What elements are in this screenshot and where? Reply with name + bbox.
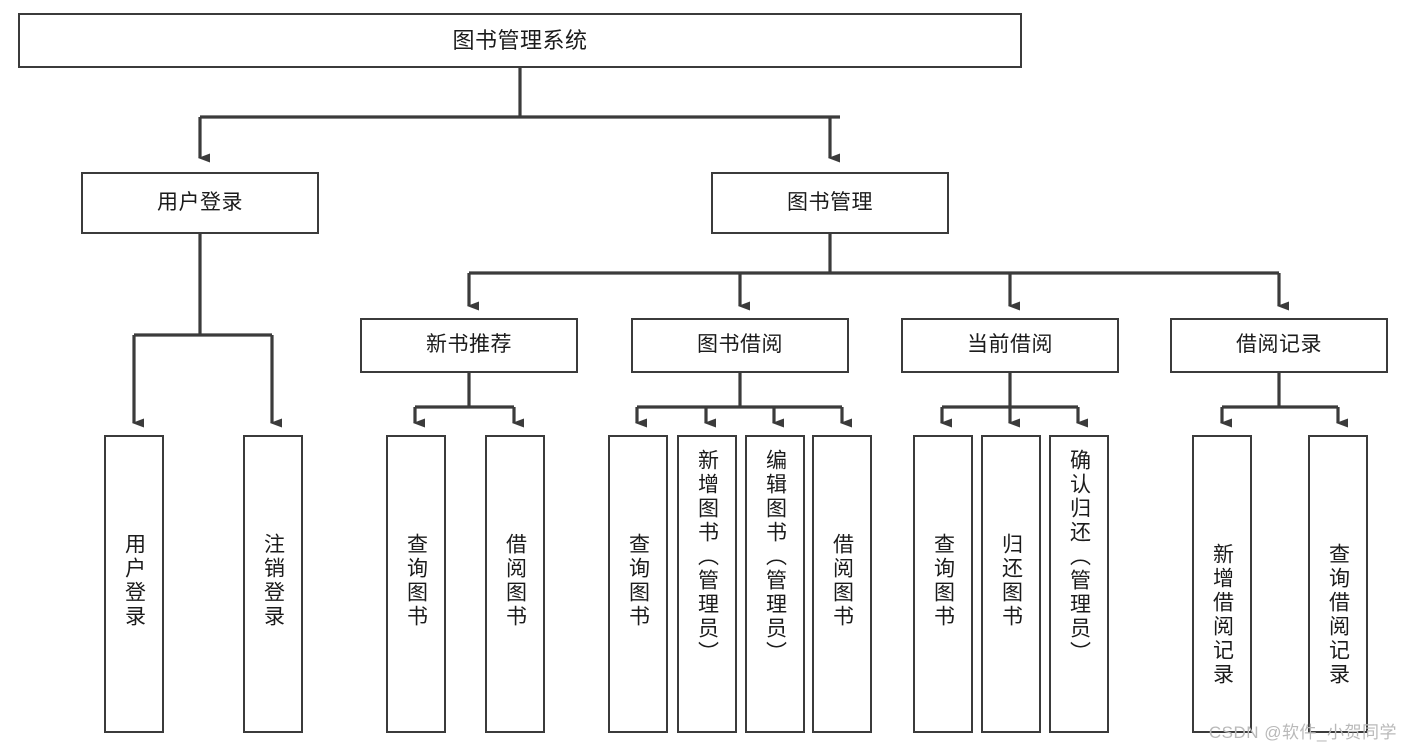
- leaf-add-borrow-record-label: 新增借阅记录: [1210, 543, 1234, 687]
- leaf-edit-book-admin[interactable]: 编辑图书（管理员）: [745, 435, 805, 733]
- node-new-book-recommend-label: 新书推荐: [426, 333, 512, 357]
- node-user-login[interactable]: 用户登录: [81, 172, 319, 234]
- leaf-return-book[interactable]: 归还图书: [981, 435, 1041, 733]
- node-borrow-record[interactable]: 借阅记录: [1170, 318, 1388, 373]
- leaf-add-book-admin-label: 新增图书（管理员）: [695, 449, 719, 665]
- leaf-query-book-recommend-label: 查询图书: [404, 533, 428, 629]
- leaf-logout-label: 注销登录: [261, 533, 285, 629]
- leaf-query-borrow-record-label: 查询借阅记录: [1326, 543, 1350, 687]
- leaf-borrow-book-recommend-label: 借阅图书: [503, 533, 527, 629]
- leaf-borrow-book-recommend[interactable]: 借阅图书: [485, 435, 545, 733]
- leaf-confirm-return-admin[interactable]: 确认归还（管理员）: [1049, 435, 1109, 733]
- leaf-query-borrow-record[interactable]: 查询借阅记录: [1308, 435, 1368, 733]
- leaf-return-book-label: 归还图书: [999, 533, 1023, 629]
- leaf-logout[interactable]: 注销登录: [243, 435, 303, 733]
- node-root[interactable]: 图书管理系统: [18, 13, 1022, 68]
- leaf-user-login-label: 用户登录: [122, 533, 146, 629]
- node-root-label: 图书管理系统: [452, 27, 588, 53]
- node-book-management-label: 图书管理: [787, 190, 873, 214]
- leaf-query-book-borrow[interactable]: 查询图书: [608, 435, 668, 733]
- leaf-edit-book-admin-label: 编辑图书（管理员）: [763, 449, 787, 665]
- node-new-book-recommend[interactable]: 新书推荐: [360, 318, 578, 373]
- node-current-borrow-label: 当前借阅: [967, 333, 1053, 357]
- leaf-borrow-book[interactable]: 借阅图书: [812, 435, 872, 733]
- leaf-query-book-recommend[interactable]: 查询图书: [386, 435, 446, 733]
- leaf-query-book-current[interactable]: 查询图书: [913, 435, 973, 733]
- node-current-borrow[interactable]: 当前借阅: [901, 318, 1119, 373]
- node-user-login-label: 用户登录: [157, 190, 243, 214]
- leaf-borrow-book-label: 借阅图书: [830, 533, 854, 629]
- node-borrow-record-label: 借阅记录: [1236, 333, 1322, 357]
- node-book-management[interactable]: 图书管理: [711, 172, 949, 234]
- leaf-user-login[interactable]: 用户登录: [104, 435, 164, 733]
- leaf-query-book-borrow-label: 查询图书: [626, 533, 650, 629]
- leaf-add-borrow-record[interactable]: 新增借阅记录: [1192, 435, 1252, 733]
- node-book-borrow-label: 图书借阅: [697, 333, 783, 357]
- leaf-add-book-admin[interactable]: 新增图书（管理员）: [677, 435, 737, 733]
- leaf-confirm-return-admin-label: 确认归还（管理员）: [1067, 449, 1091, 665]
- node-book-borrow[interactable]: 图书借阅: [631, 318, 849, 373]
- leaf-query-book-current-label: 查询图书: [931, 533, 955, 629]
- csdn-watermark: CSDN @软件_小贺同学: [1208, 723, 1397, 742]
